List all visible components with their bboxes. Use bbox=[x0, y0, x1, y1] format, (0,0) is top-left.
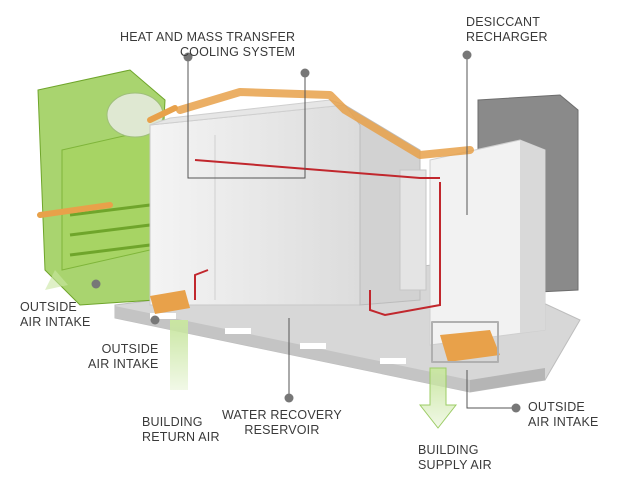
green-air-housing bbox=[37, 69, 166, 306]
cooling-system-label: HEAT AND MASS TRANSFER COOLING SYSTEM bbox=[120, 30, 296, 59]
desiccant-tower bbox=[399, 94, 579, 346]
red-piping bbox=[194, 159, 441, 317]
supply-air-arrow bbox=[418, 367, 458, 429]
building-return-air-label: BUILDING RETURN AIR bbox=[142, 415, 220, 444]
outside-air-arrow bbox=[45, 270, 68, 290]
return-air-arrow bbox=[170, 320, 188, 390]
leader-lines bbox=[187, 55, 515, 409]
outside-air-intake-right-label: OUTSIDE AIR INTAKE bbox=[528, 400, 599, 429]
outside-air-intake-left-label: OUTSIDE AIR INTAKE bbox=[20, 300, 91, 329]
orange-ducts bbox=[37, 88, 500, 363]
desiccant-recharger-label: DESICCANT RECHARGER bbox=[466, 15, 548, 44]
water-recovery-reservoir-label: WATER RECOVERY RESERVOIR bbox=[222, 408, 342, 437]
building-supply-air-label: BUILDING SUPPLY AIR bbox=[418, 443, 492, 472]
air-arrows bbox=[45, 270, 458, 429]
leader-dots bbox=[91, 50, 521, 413]
outside-air-intake-mid-label: OUTSIDE AIR INTAKE bbox=[88, 342, 159, 371]
